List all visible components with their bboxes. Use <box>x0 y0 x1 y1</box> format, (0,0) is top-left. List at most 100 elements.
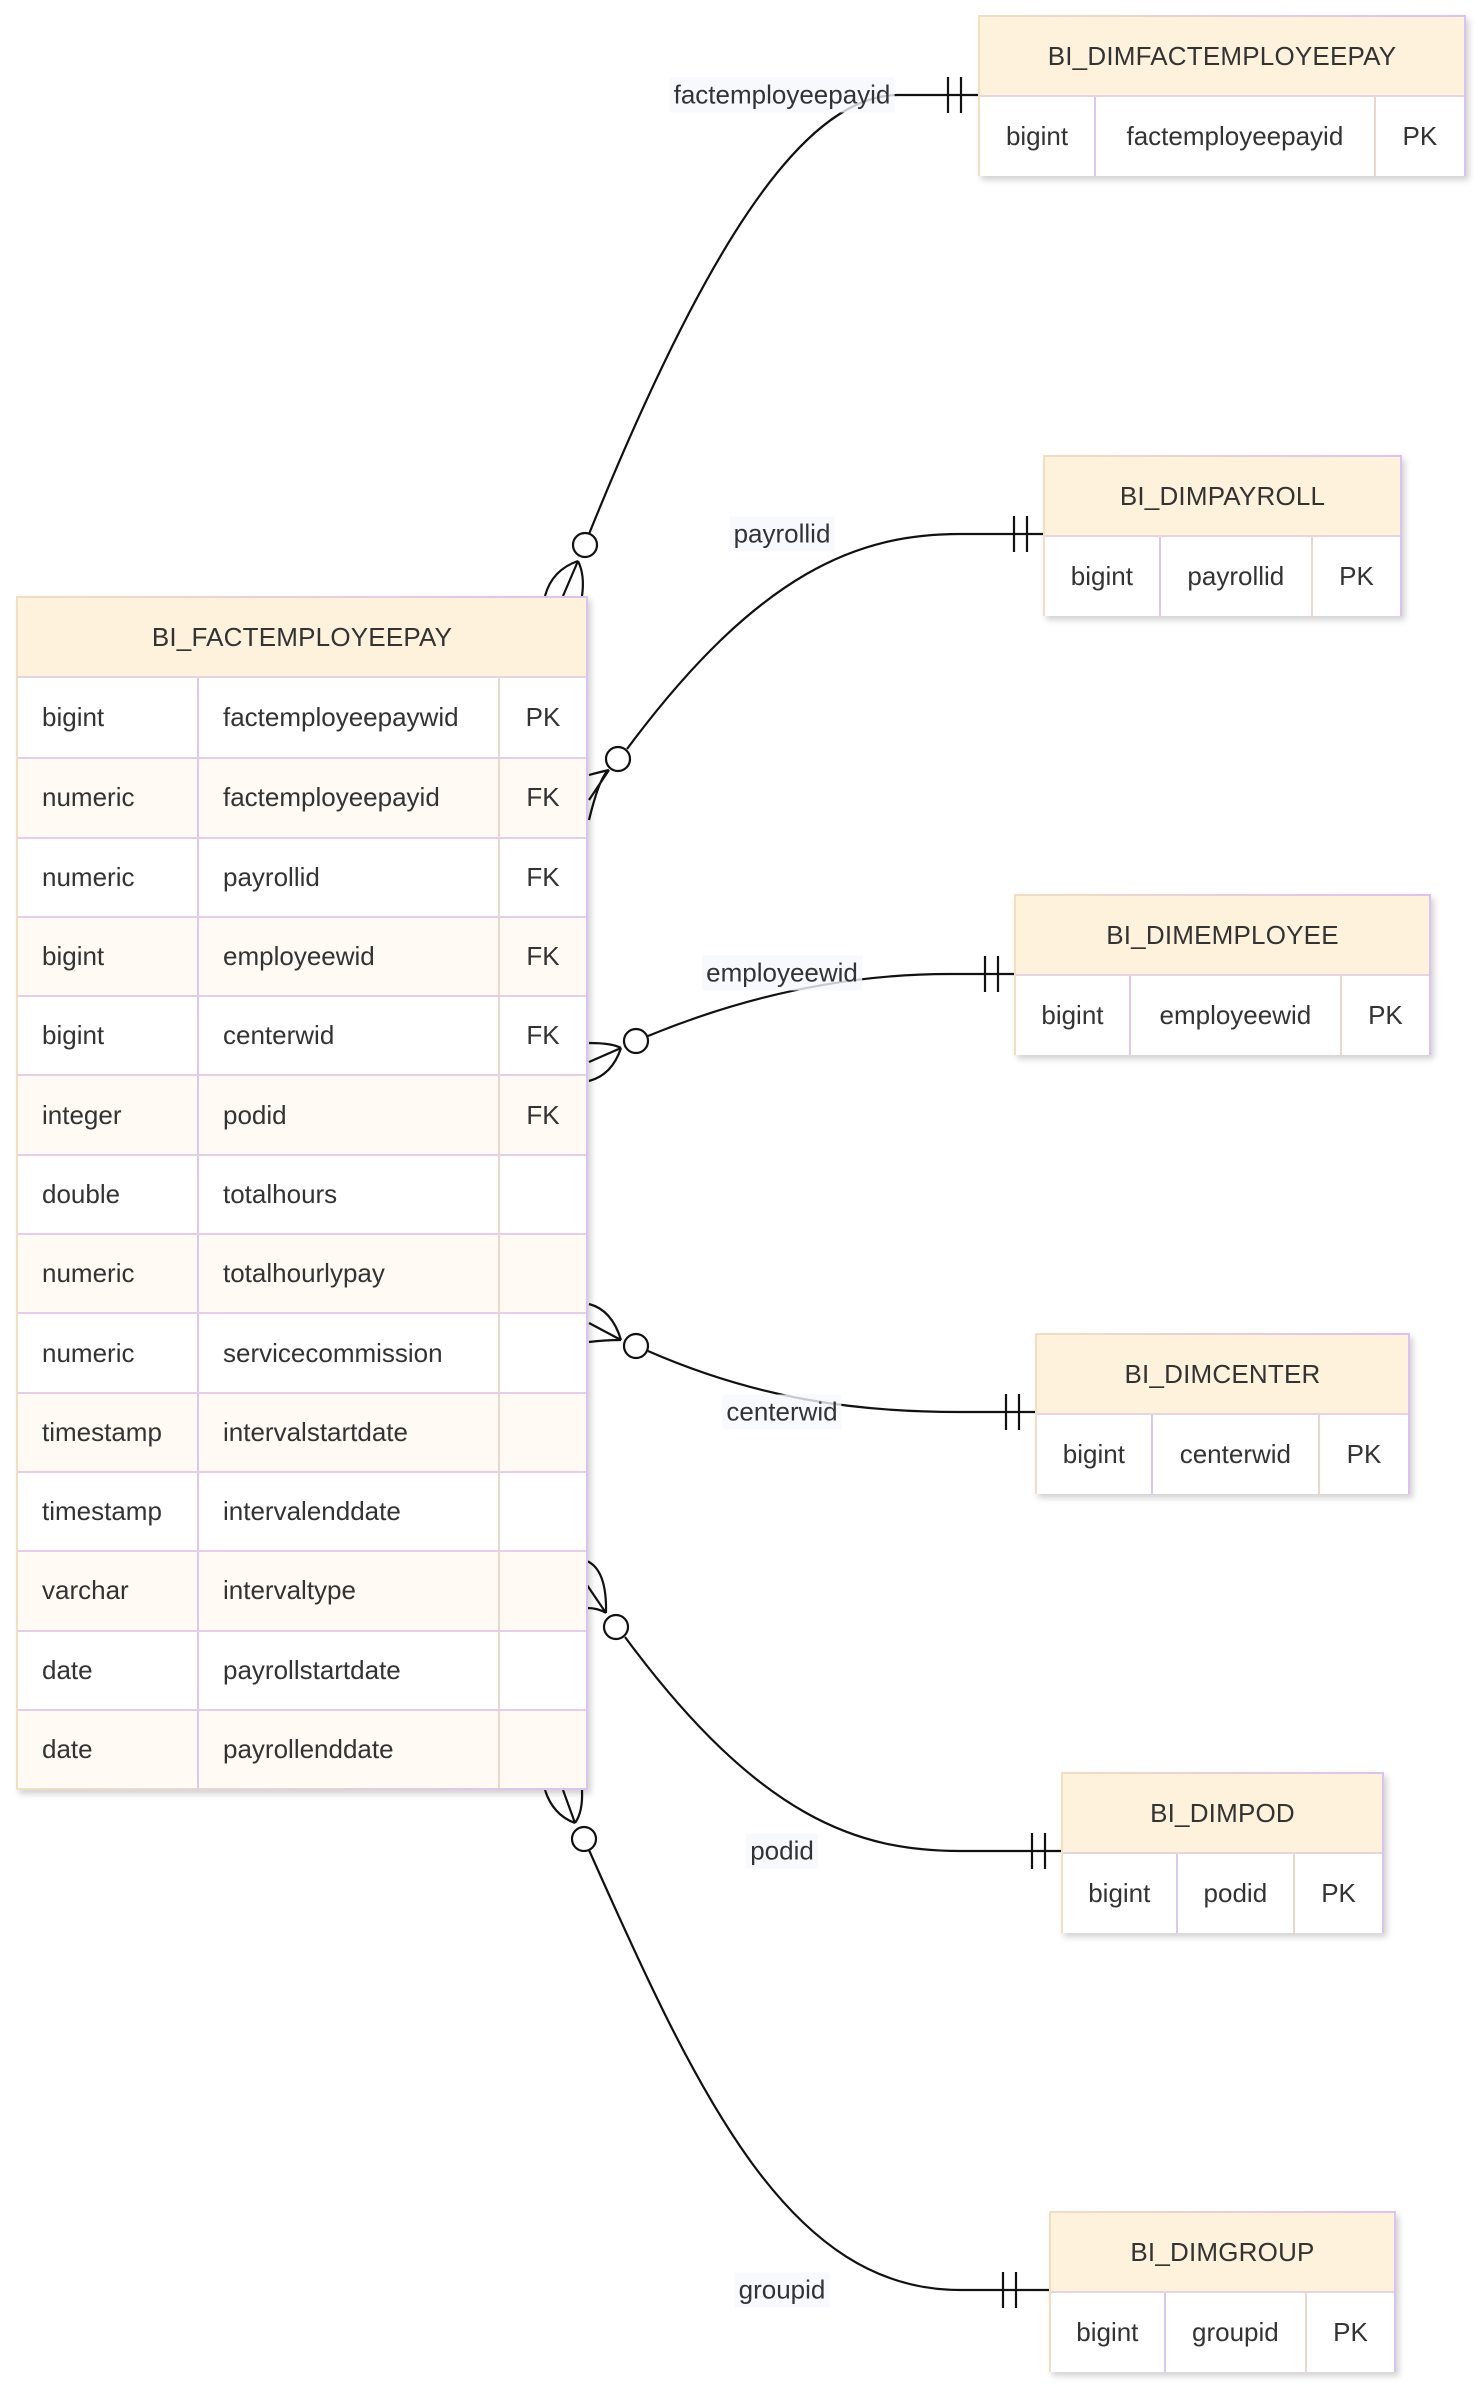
column-type: bigint <box>1051 2293 1166 2373</box>
column-type: date <box>18 1710 199 1789</box>
column-name: intervalenddate <box>199 1472 500 1551</box>
column-name: groupid <box>1166 2293 1308 2373</box>
column-type: bigint <box>1016 976 1131 1056</box>
column-type: numeric <box>18 1314 199 1392</box>
column-type: bigint <box>1063 1854 1178 1934</box>
column-key: FK <box>526 1099 560 1130</box>
column-key: PK <box>1333 2317 1368 2348</box>
column-name: centerwid <box>1153 1415 1320 1495</box>
entity-title: BI_DIMFACTEMPLOYEEPAY <box>980 17 1464 97</box>
column-name: intervalstartdate <box>199 1393 500 1471</box>
column-type: numeric <box>18 759 199 837</box>
column-type: bigint <box>1037 1415 1153 1495</box>
column-type: bigint <box>18 678 199 758</box>
column-name: employeewid <box>1131 976 1342 1056</box>
column-name: payrollid <box>1161 537 1313 617</box>
column-key <box>500 1156 586 1233</box>
column-key <box>500 1711 586 1788</box>
relationship-label: factemployeepayid <box>669 77 895 113</box>
column-key <box>500 1632 586 1709</box>
entity-title: BI_DIMCENTER <box>1037 1335 1408 1415</box>
column-type: double <box>18 1155 199 1234</box>
column-type: varchar <box>18 1552 199 1630</box>
entity-title: BI_DIMPOD <box>1063 1774 1382 1854</box>
column-type: numeric <box>18 1235 199 1313</box>
entity-title: BI_DIMPAYROLL <box>1045 457 1400 537</box>
relationship-payrollid[interactable] <box>587 516 1043 821</box>
column-name: podid <box>1178 1854 1296 1934</box>
relationship-label: podid <box>746 1833 818 1869</box>
relationship-label: centerwid <box>722 1394 842 1430</box>
column-name: centerwid <box>199 997 500 1075</box>
relationship-podid[interactable] <box>586 1559 1061 1869</box>
column-name: factemployeepaywid <box>199 678 500 758</box>
column-key <box>500 1473 586 1550</box>
column-key <box>500 1394 586 1471</box>
column-key <box>500 1235 586 1312</box>
column-name: employeewid <box>199 917 500 996</box>
column-key: PK <box>1321 1878 1356 1909</box>
column-key: PK <box>1402 121 1438 152</box>
relationship-label: employeewid <box>702 955 862 991</box>
relationship-label: groupid <box>734 2272 830 2308</box>
column-name: totalhourlypay <box>199 1235 500 1313</box>
column-name: totalhours <box>199 1155 500 1234</box>
column-name: factemployeepayid <box>1096 97 1376 177</box>
column-name: factemployeepayid <box>199 759 500 837</box>
column-name: servicecommission <box>199 1314 500 1392</box>
column-type: integer <box>18 1076 199 1154</box>
column-type: bigint <box>18 997 199 1075</box>
relationship-employeewid[interactable] <box>588 956 1014 1083</box>
column-type: date <box>18 1631 199 1709</box>
column-name: payrollid <box>199 838 500 916</box>
column-key: FK <box>526 861 560 892</box>
column-key: FK <box>526 1020 560 1051</box>
entity-title: BI_DIMGROUP <box>1051 2213 1394 2293</box>
column-type: timestamp <box>18 1393 199 1471</box>
column-type: numeric <box>18 838 199 916</box>
column-name: payrollstartdate <box>199 1631 500 1709</box>
column-type: bigint <box>1045 537 1161 617</box>
column-name: intervaltype <box>199 1552 500 1630</box>
column-key: PK <box>525 702 561 733</box>
entity-title: BI_FACTEMPLOYEEPAY <box>18 598 586 678</box>
entity-title: BI_DIMEMPLOYEE <box>1016 896 1429 976</box>
column-type: bigint <box>980 97 1097 177</box>
column-type: bigint <box>18 917 199 996</box>
column-key: PK <box>1346 1439 1382 1470</box>
column-name: payrollenddate <box>199 1710 500 1789</box>
column-key: FK <box>526 782 560 813</box>
column-key: PK <box>1339 561 1374 592</box>
column-name: podid <box>199 1076 500 1154</box>
relationship-groupid[interactable] <box>543 1789 1049 2308</box>
relationship-label: payrollid <box>729 516 835 552</box>
